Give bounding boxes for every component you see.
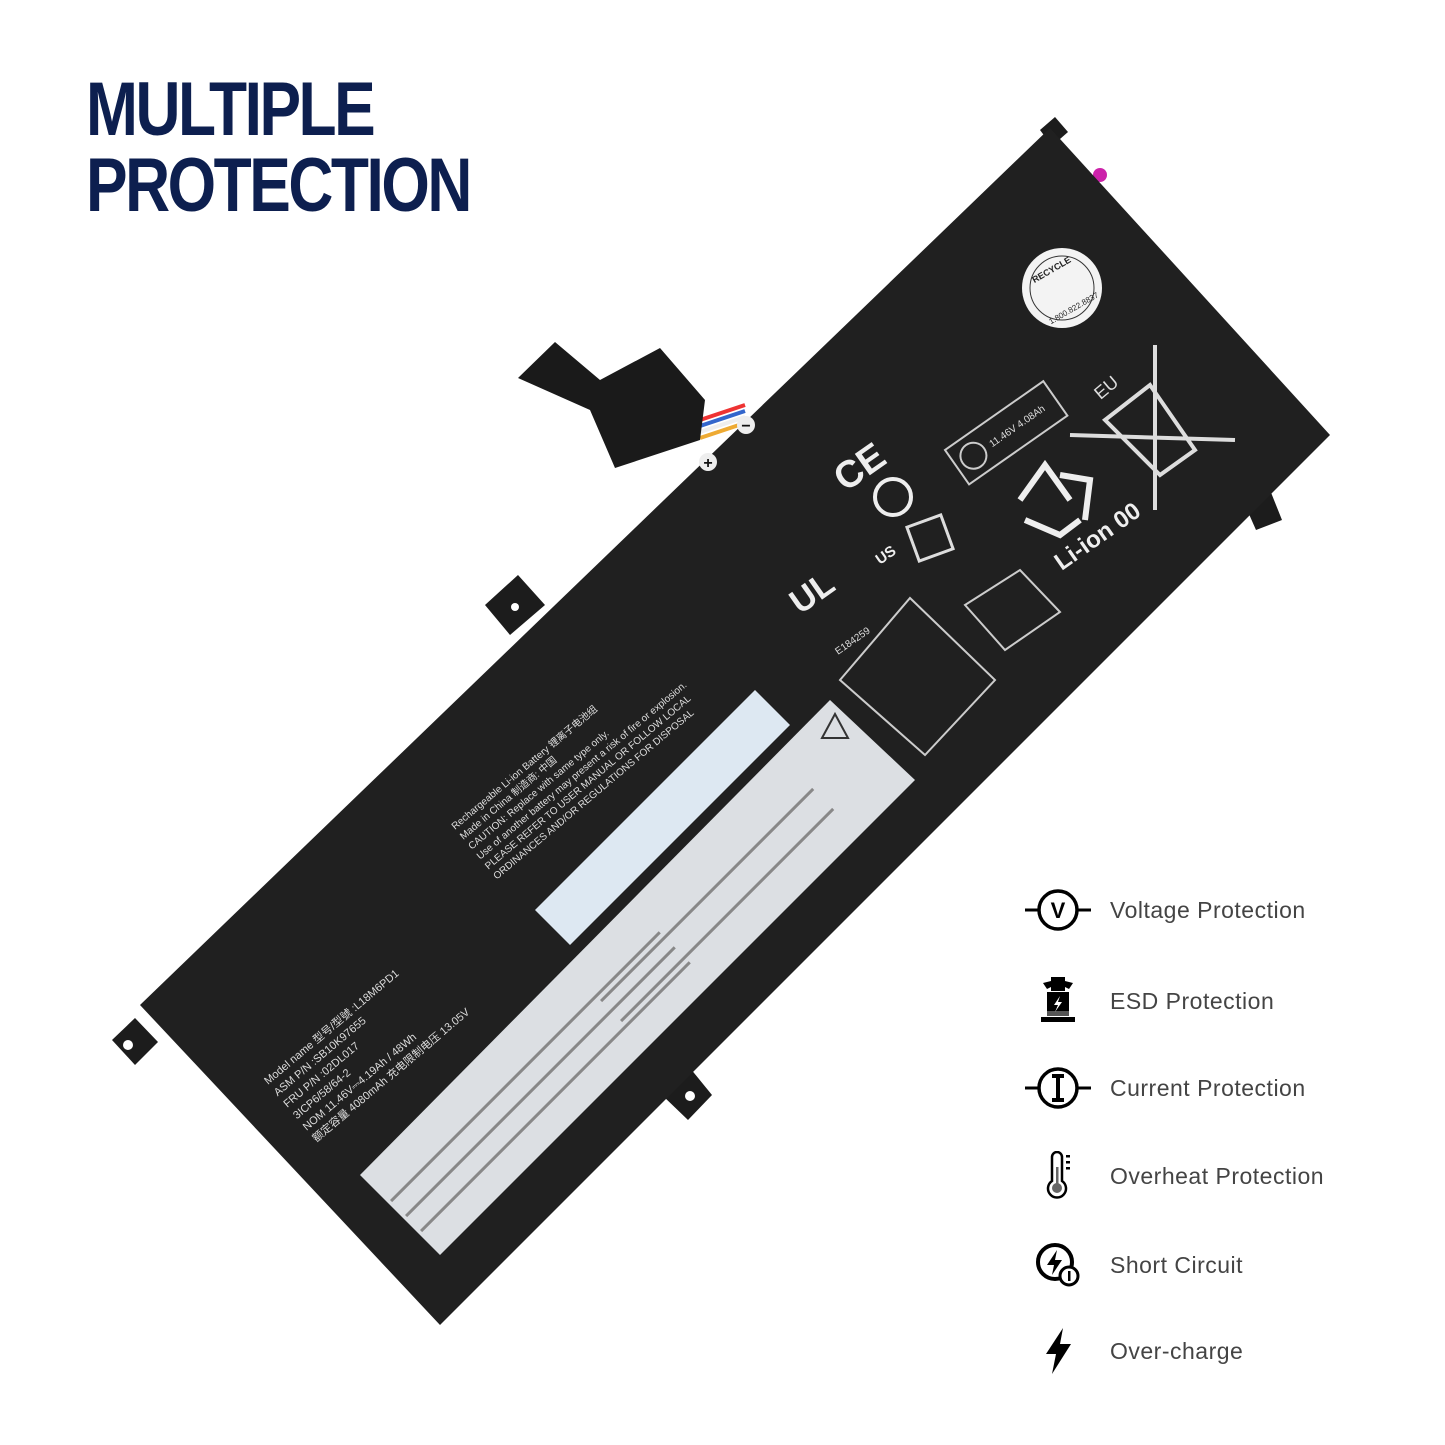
battery-cable <box>518 342 746 468</box>
feature-current: Current Protection <box>1022 1058 1306 1118</box>
page-title: MULTIPLE PROTECTION <box>86 67 472 228</box>
cert-mark <box>963 568 1062 652</box>
feature-voltage: V Voltage Protection <box>1022 880 1306 940</box>
warning-sticker <box>360 700 915 1255</box>
title-line-1: MULTIPLE <box>86 67 376 152</box>
feature-label: Overheat Protection <box>1110 1162 1325 1189</box>
terminal-plus: + <box>703 455 712 472</box>
feature-label: Over-charge <box>1110 1337 1244 1364</box>
short-circuit-icon <box>1022 1235 1094 1295</box>
feature-overcharge: Over-charge <box>1022 1321 1243 1381</box>
esd-icon <box>1022 971 1094 1031</box>
recycle-seal: RECYCLE 1.800.822.8837 <box>1022 248 1102 328</box>
kc-mark <box>838 596 997 757</box>
blank-sticker <box>535 690 790 945</box>
recycle-icon <box>1017 459 1094 539</box>
feature-overheat: Overheat Protection <box>1022 1146 1324 1206</box>
feature-label: ESD Protection <box>1110 987 1275 1014</box>
terminal-minus: − <box>741 418 750 435</box>
lightning-icon <box>1022 1321 1094 1381</box>
feature-esd: ESD Protection <box>1022 971 1274 1031</box>
thermometer-icon <box>1022 1146 1094 1206</box>
feature-label: Short Circuit <box>1110 1251 1244 1278</box>
voltage-icon: V <box>1022 880 1094 940</box>
feature-label: Voltage Protection <box>1110 896 1306 923</box>
current-icon <box>1022 1058 1094 1118</box>
weee-bin-icon <box>1069 345 1236 510</box>
feature-label: Current Protection <box>1110 1074 1306 1101</box>
feature-short-circuit: Short Circuit <box>1022 1235 1243 1295</box>
svg-text:V: V <box>1051 898 1066 923</box>
title-line-2: PROTECTION <box>86 143 472 228</box>
